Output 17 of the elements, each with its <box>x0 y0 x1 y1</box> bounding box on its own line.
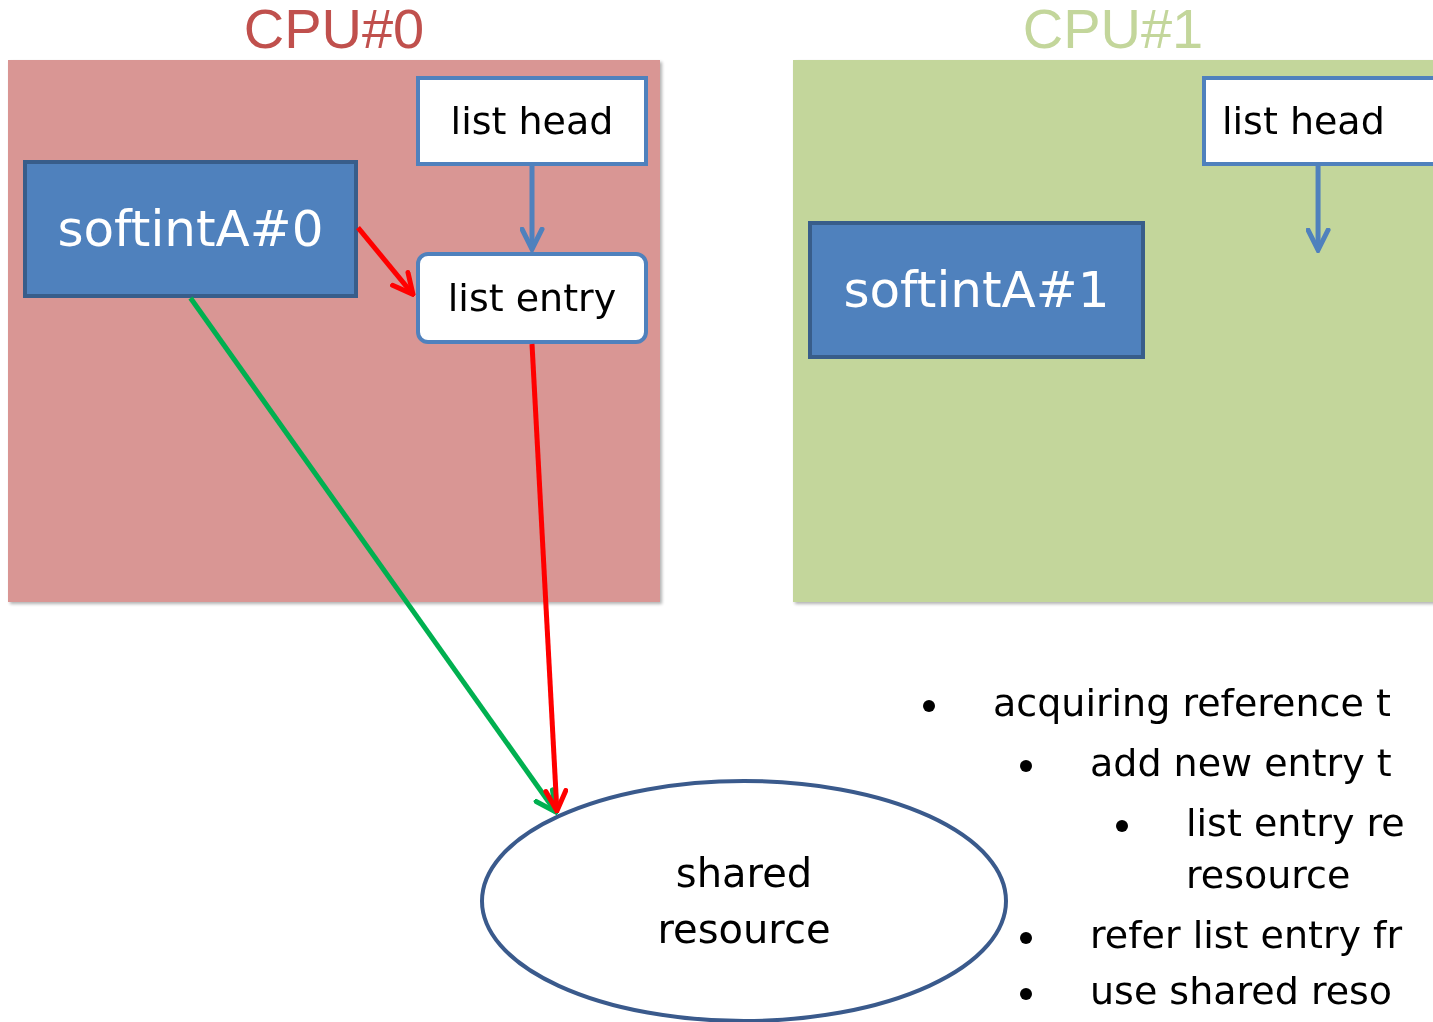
arrow <box>519 166 545 252</box>
bullet-text: add new entry t <box>1090 740 1392 787</box>
softint-box: softintA#1 <box>808 221 1145 359</box>
list-box: list entry <box>416 252 648 344</box>
panel-title: CPU#0 <box>242 0 426 60</box>
bullet-text: refer list entry fr <box>1090 912 1403 959</box>
softint-box: softintA#0 <box>23 160 358 298</box>
arrow <box>1305 166 1331 253</box>
bullet-text: resource <box>1186 852 1351 899</box>
arrow <box>529 343 569 814</box>
bullet-text: list entry re <box>1186 800 1405 847</box>
list-box: list head <box>416 76 648 166</box>
panel-title: CPU#1 <box>1021 0 1205 60</box>
list-box: list head <box>1202 76 1433 166</box>
bullet-text: use shared reso <box>1090 968 1393 1015</box>
bullet-text: acquiring reference t <box>993 680 1391 727</box>
arrow <box>188 296 559 815</box>
